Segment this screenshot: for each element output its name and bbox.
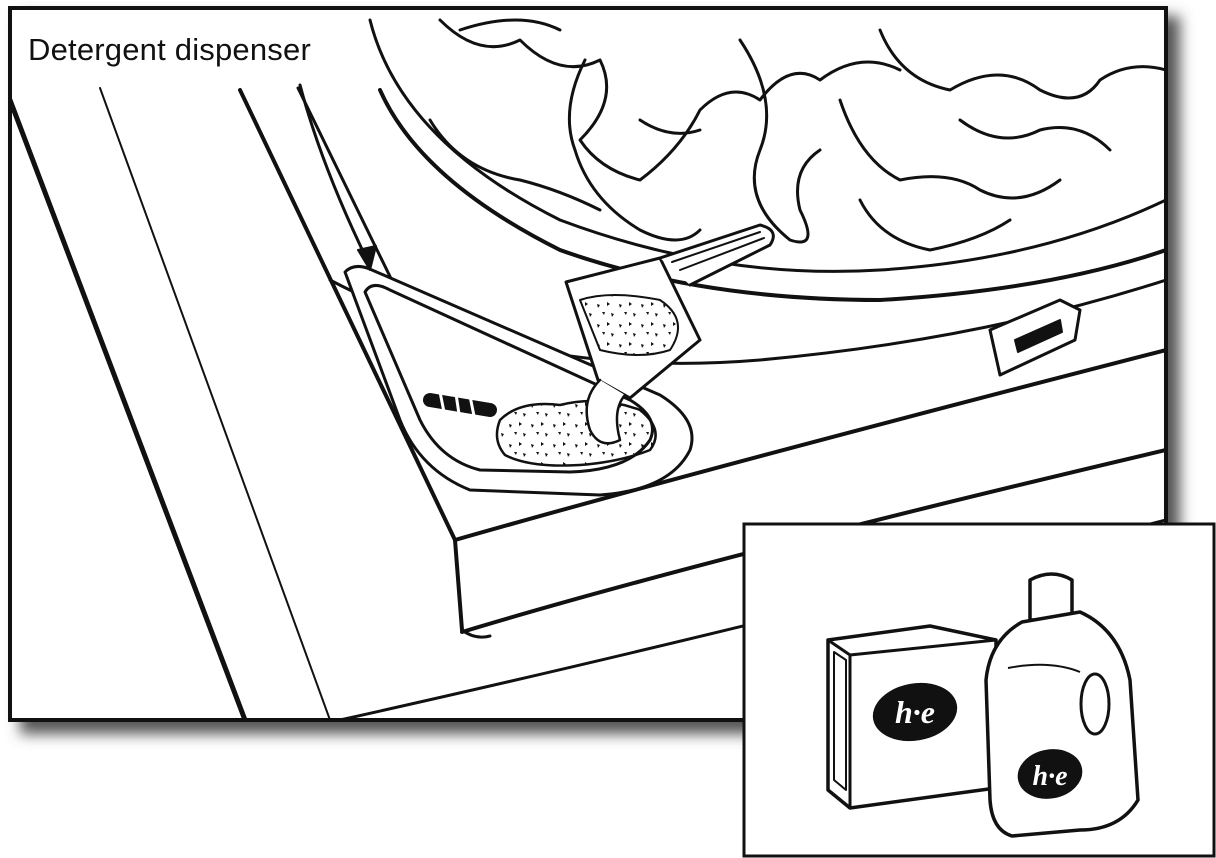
dispenser-caption: Detergent dispenser xyxy=(28,32,311,68)
bottle-he-logo: h·e xyxy=(1033,761,1068,792)
inset-panel xyxy=(744,524,1214,856)
box-he-logo: h·e xyxy=(895,694,935,730)
